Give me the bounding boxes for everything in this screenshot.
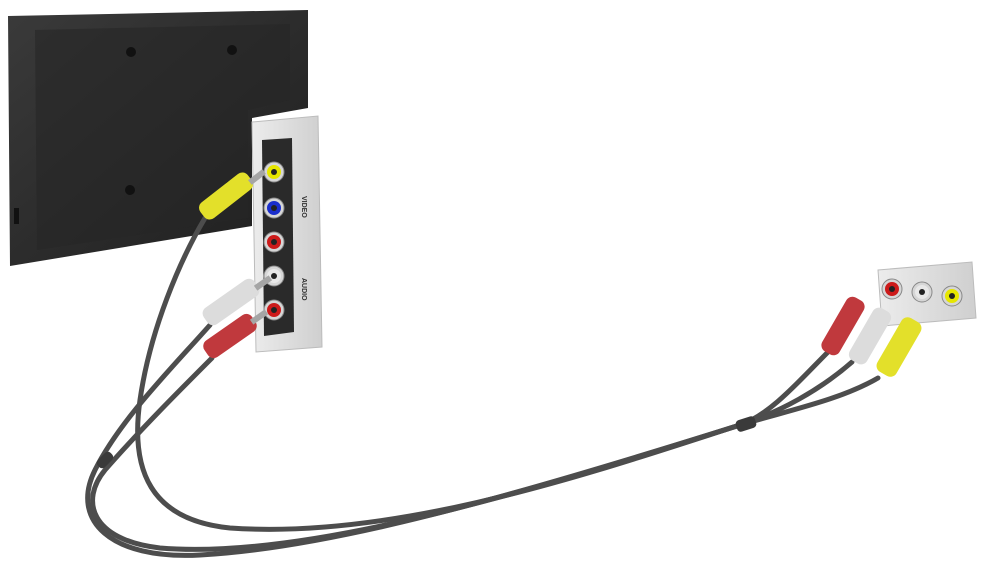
video-cable (138, 218, 878, 529)
device-output-panel (878, 262, 976, 326)
audio-right-out-port (882, 279, 902, 299)
audio-right-port (264, 300, 284, 320)
audio-right-cable (93, 352, 828, 549)
pb-port (264, 198, 284, 218)
pr-port (264, 232, 284, 252)
video-label: VIDEO (300, 196, 307, 218)
audio-left-out-port (912, 282, 932, 302)
video-out-port (942, 286, 962, 306)
cable-bundle (88, 218, 878, 555)
cable-tie (735, 415, 758, 433)
audio-label: AUDIO (300, 278, 307, 301)
video-port (264, 162, 284, 182)
